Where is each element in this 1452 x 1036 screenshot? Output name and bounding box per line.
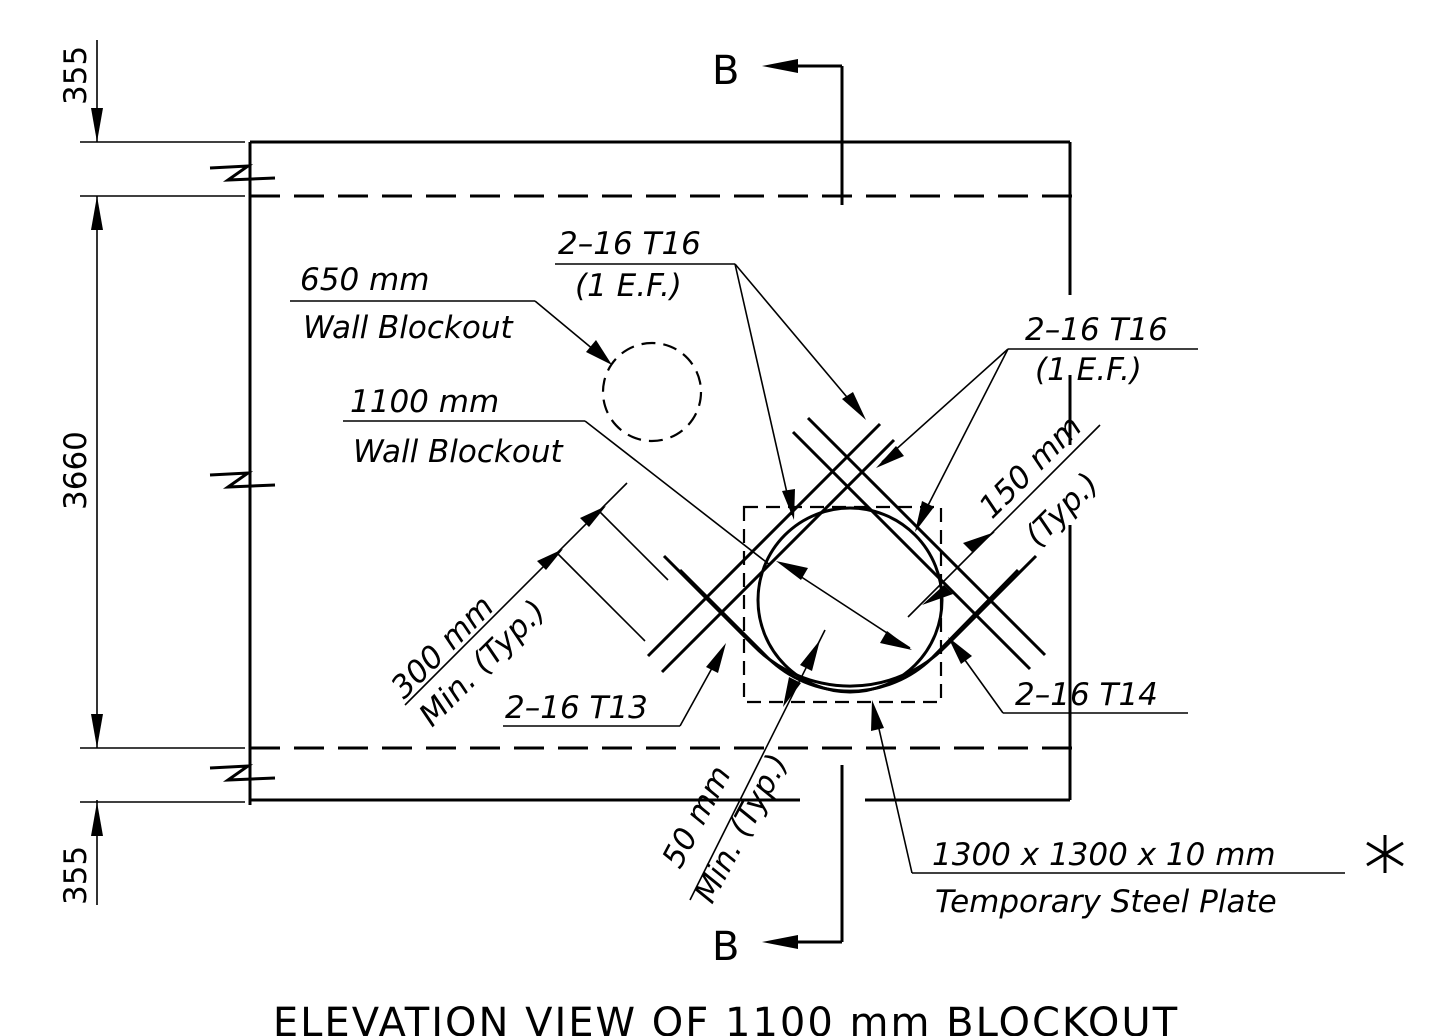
arrowhead-rebar-top-right-a [876,446,904,468]
section-label-top: B [712,48,739,94]
ext-300-b [557,553,646,642]
leader-1100 [584,420,771,566]
label-650-desc: Wall Blockout [303,310,514,346]
label-1100-desc: Wall Blockout [353,434,564,470]
section-cut-line [762,59,844,949]
break-symbol-top [209,164,276,182]
diameter-arrow-right [880,631,912,650]
label-rebar-top-left-note: (1 E.F.) [575,268,682,304]
ext-300-a [599,511,669,581]
label-plate-size: 1300 x 1300 x 10 mm [932,837,1276,873]
label-650-size: 650 mm [300,262,429,298]
asterisk-icon [1366,835,1404,873]
rebar-cage [646,416,1047,693]
dimension-top: 355 [58,46,94,105]
dim-50-line [689,629,826,901]
label-rebar-top-right: 2–16 T16 [1025,312,1168,348]
label-rebar-top-left: 2–16 T16 [558,226,701,262]
dimension-middle: 3660 [58,431,94,510]
arrowhead-plate [871,700,884,731]
arrowhead-rebar-left [706,643,726,673]
arrowhead-650 [586,340,612,365]
arrowhead-50-a [800,640,820,671]
blockout-650-circle [601,341,703,443]
label-rebar-top-right-note: (1 E.F.) [1035,352,1142,388]
dimension-bottom: 355 [58,846,94,905]
arrowhead-150-b [922,585,953,605]
break-symbol-bottom [209,764,276,782]
break-symbol-mid [209,471,276,489]
arrowhead-rebar-top-right-b [915,501,934,532]
arrowhead-rebar-top-left-b [782,489,795,520]
dim-150-line [907,424,1101,618]
section-label-bottom: B [712,924,739,970]
arrowhead-50-b [783,677,801,707]
arrowhead-300-b [537,549,563,570]
blockout-1100-circle [756,506,944,694]
leader-plate [873,706,913,874]
arrowhead-rebar-top-left-a [842,392,866,420]
leader-rebar-top-left-a [734,263,863,416]
arrowhead-150-a [963,532,995,552]
leader-rebar-top-right-a [881,348,1009,463]
arrowhead-300-a [580,506,606,527]
leader-rebar-top-left-b [734,263,793,516]
dimension-chain [80,40,245,905]
leader-rebar-top-right-b [917,348,1009,526]
wall-outline [209,140,1072,805]
label-rebar-left: 2–16 T13 [505,690,648,726]
label-plate-desc: Temporary Steel Plate [935,884,1277,920]
diameter-arrow-left [776,561,808,580]
leader-650 [534,300,601,356]
arrowhead-rebar-right [948,637,972,664]
label-rebar-right: 2–16 T14 [1015,677,1158,713]
drawing-title: ELEVATION VIEW OF 1100 mm BLOCKOUT [273,1000,1179,1036]
label-1100-size: 1100 mm [350,384,499,420]
